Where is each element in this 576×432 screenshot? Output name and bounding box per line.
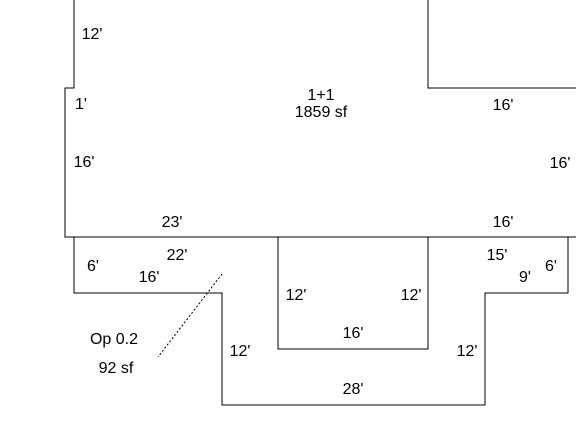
dim-porch-left: 6' — [87, 258, 99, 275]
porch-name: Op 0.2 — [90, 331, 138, 348]
dim-right-porch-inner: 9' — [519, 269, 531, 286]
porch-area: 92 sf — [99, 360, 134, 377]
main-room-area: 1859 sf — [295, 104, 348, 121]
stem-outline — [277, 237, 429, 350]
dim-right-porch-side: 6' — [545, 258, 557, 275]
dim-stem-left: 12' — [286, 287, 307, 304]
dim-right-porch-top: 15' — [487, 247, 508, 264]
dim-stem-bottom: 16' — [343, 325, 364, 342]
dim-notch-right: 16' — [493, 97, 514, 114]
dim-lower-bottom: 28' — [343, 381, 364, 398]
dim-porch-inner: 16' — [139, 269, 160, 286]
dim-left-top: 12' — [82, 26, 103, 43]
dim-left-main: 16' — [74, 154, 95, 171]
dim-main-bottom: 23' — [162, 214, 183, 231]
main-room-outline — [64, 0, 576, 238]
dim-right-bottom: 16' — [493, 214, 514, 231]
dim-stem-right: 12' — [401, 287, 422, 304]
porch-leader-line — [157, 273, 223, 358]
main-room-name: 1+1 — [307, 87, 334, 104]
dim-lower-right: 12' — [457, 343, 478, 360]
dim-porch-top: 22' — [167, 247, 188, 264]
dim-left-notch: 1' — [75, 96, 87, 113]
dim-lower-left: 12' — [230, 343, 251, 360]
porch-outline — [73, 237, 569, 406]
dim-right-main: 16' — [550, 155, 571, 172]
main-room-notch-outline — [427, 0, 576, 89]
